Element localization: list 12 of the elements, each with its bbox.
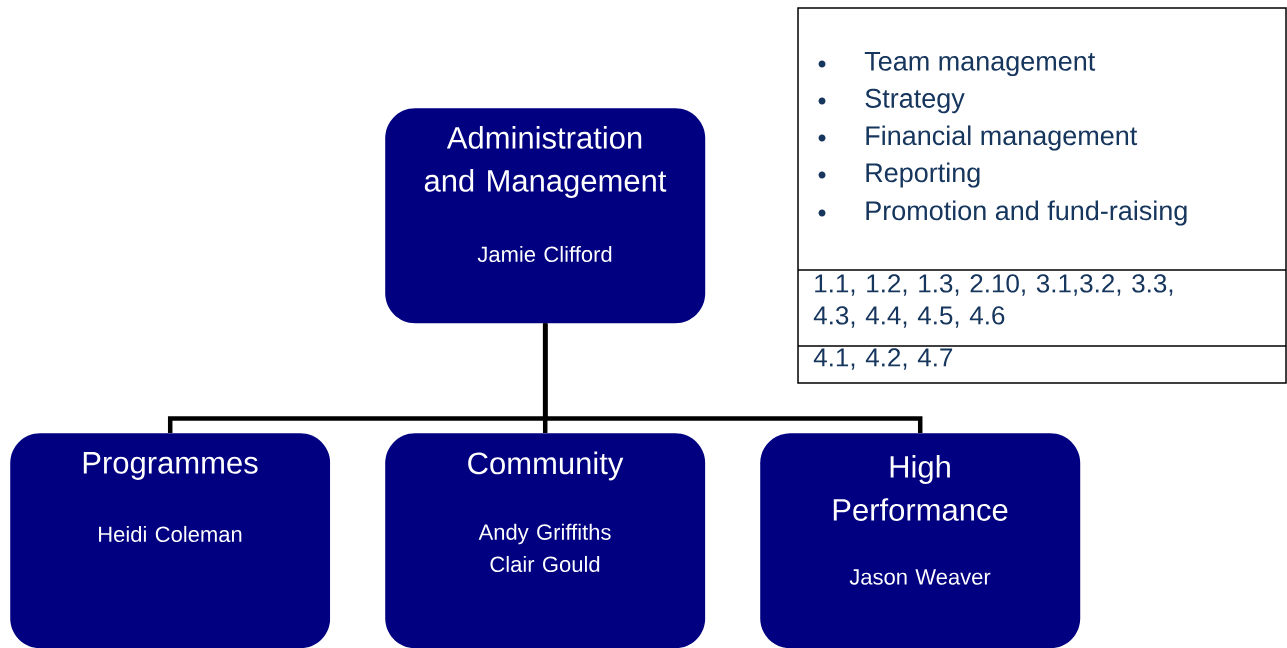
list-item: Strategy	[818, 88, 965, 114]
org-box: Community Andy Griffiths Clair Gould	[385, 433, 706, 648]
list-item: Promotion and fund-raising	[818, 200, 1187, 226]
list-item: Financial management	[818, 125, 1138, 151]
table-cell-text: 1.1, 1.2, 1.3, 2.10, 3.1,3.2, 3.3, 4.3, 4.4, 4.5, 4.6	[813, 274, 1173, 328]
connector-line	[542, 323, 923, 433]
table-cell-text: 4.1, 4.2, 4.7	[813, 348, 953, 370]
org-box: Administration and Management Jamie Clifford	[385, 108, 706, 324]
list-item: Reporting	[818, 162, 980, 188]
list-item: Team management	[818, 51, 1096, 77]
org-box: High Performance Jason Weaver	[760, 433, 1081, 648]
org-box: Programmes Heidi Coleman	[10, 433, 331, 648]
